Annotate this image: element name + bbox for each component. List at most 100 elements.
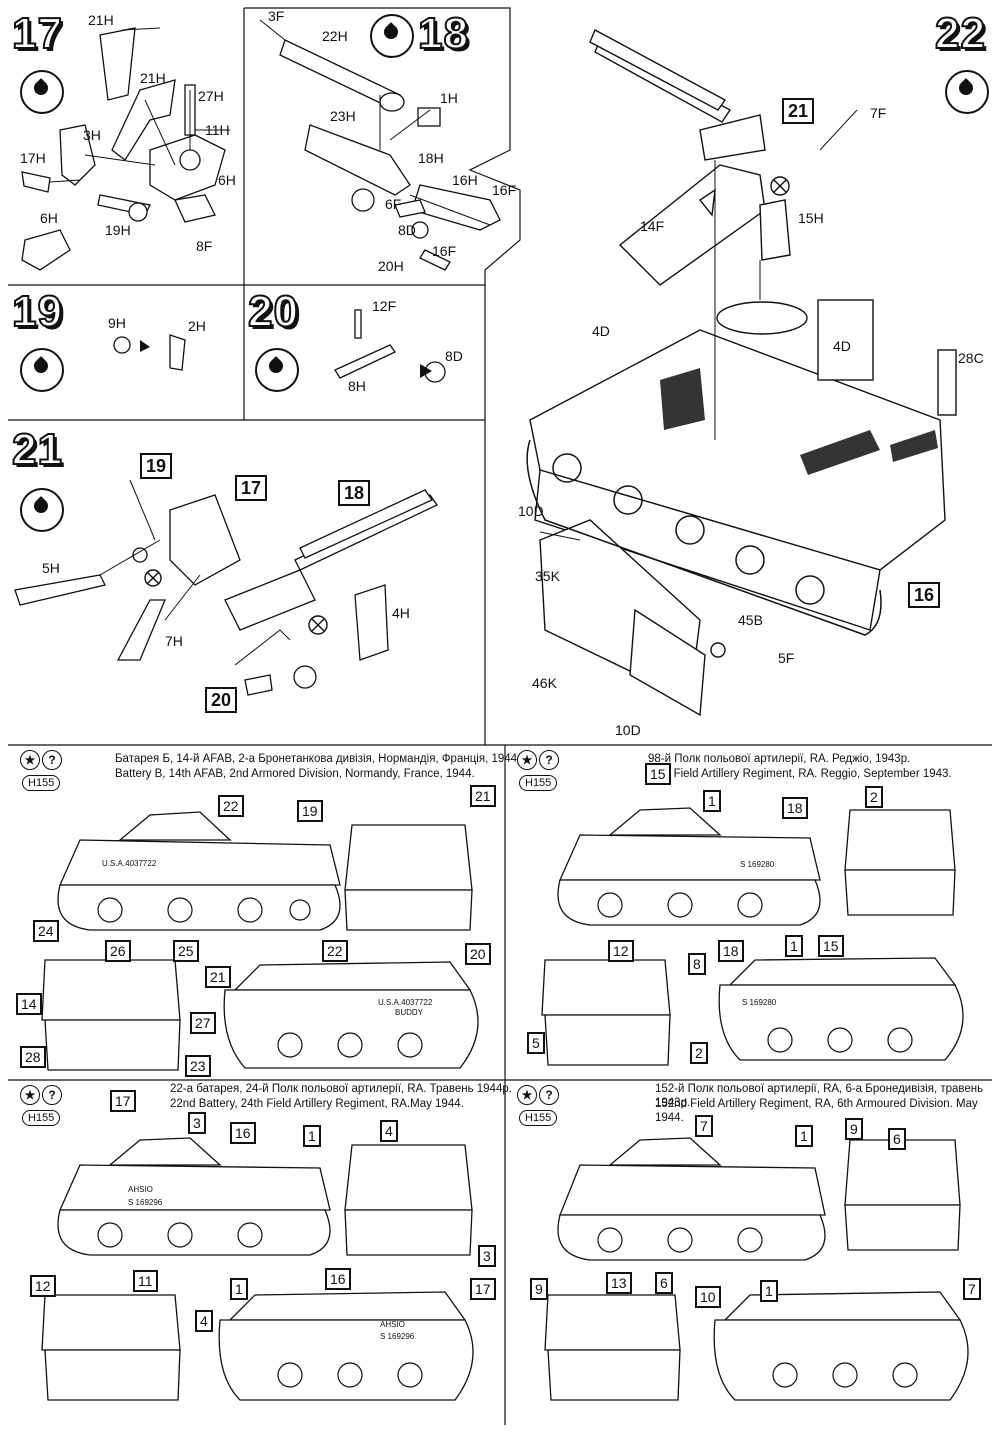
part-label: 10D (518, 503, 544, 519)
step-ref-20: 20 (205, 687, 238, 713)
decal-callout: 2 (865, 786, 883, 808)
variant-caption-ua: 22-а батарея, 24-й Полк польової артилер… (170, 1083, 512, 1095)
step-17-number: 17 (11, 9, 63, 58)
part-label: 5H (42, 560, 60, 576)
part-label: 4D (592, 323, 610, 339)
decal-callout: 1 (760, 1280, 778, 1302)
question-icon: ? (42, 1085, 62, 1105)
part-label: 23H (330, 108, 356, 124)
vehicle-marking: AHSIO (128, 1185, 153, 1194)
part-label: 6F (385, 196, 402, 212)
decal-callout: 9 (530, 1278, 548, 1300)
decal-callout: 23 (185, 1055, 211, 1077)
part-label: 4H (392, 605, 410, 621)
step-ref-17: 17 (235, 475, 268, 501)
paint-drop-icon (255, 348, 299, 392)
decal-callout: 16 (325, 1268, 351, 1290)
star-icon: ★ (517, 1085, 537, 1105)
part-label: 1H (440, 90, 458, 106)
decal-callout: 1 (303, 1125, 321, 1147)
paint-drop-icon (370, 14, 414, 58)
decal-callout: 24 (33, 920, 59, 942)
part-label: 15H (798, 210, 824, 226)
part-label: 10D (615, 722, 641, 738)
variant-caption-en: Battery B, 14th AFAB, 2nd Armored Divisi… (115, 768, 475, 780)
part-label: 18H (418, 150, 444, 166)
decal-callout: 9 (845, 1118, 863, 1140)
variant-code: H155 (519, 1110, 558, 1126)
decal-callout: 13 (606, 1272, 632, 1294)
decal-callout: 11 (133, 1270, 158, 1292)
step-19-number: 19 (11, 287, 63, 336)
part-label: 7H (165, 633, 183, 649)
part-label: 14F (640, 218, 665, 234)
decal-callout: 1 (703, 790, 721, 812)
part-label: 45B (738, 612, 763, 628)
decal-callout: 15 (818, 935, 844, 957)
part-label: 21H (88, 12, 114, 28)
decal-callout: 8 (688, 953, 706, 975)
decal-callout: 18 (718, 940, 744, 962)
decal-callout: 10 (695, 1286, 721, 1308)
part-label: 19H (105, 222, 131, 238)
part-label: 20H (378, 258, 404, 274)
decal-callout: 1 (795, 1125, 813, 1147)
decal-callout: 27 (190, 1012, 216, 1034)
decal-callout: 7 (963, 1278, 981, 1300)
decal-callout: 3 (188, 1112, 206, 1134)
decal-callout: 3 (478, 1245, 496, 1267)
part-label: 17H (20, 150, 46, 166)
decal-callout: 26 (105, 940, 131, 962)
part-label: 16H (452, 172, 478, 188)
part-label: 3H (83, 127, 101, 143)
vehicle-marking: U.S.A.4037722 (378, 998, 433, 1007)
step-22-number: 22 (934, 9, 986, 58)
variant-caption-en: 98th Field Artillery Regiment, RA. Reggi… (648, 768, 952, 780)
variant-caption-en: 22nd Battery, 24th Field Artillery Regim… (170, 1098, 464, 1110)
decal-callout: 17 (470, 1278, 496, 1300)
part-label: 8D (398, 222, 416, 238)
vehicle-marking: S 169296 (380, 1332, 415, 1341)
step-20-number: 20 (247, 287, 299, 336)
vehicle-marking: AHSIO (380, 1320, 405, 1329)
decal-callout: 4 (380, 1120, 398, 1142)
variant-caption-ua: Батарея Б, 14-й AFAB, 2-а Бронетанкова д… (115, 753, 527, 765)
step-ref-16: 16 (908, 582, 941, 608)
decal-callout: 21 (470, 785, 496, 807)
part-label: 46K (532, 675, 557, 691)
part-label: 9H (108, 315, 126, 331)
vehicle-marking: S 169280 (742, 998, 777, 1007)
question-icon: ? (539, 1085, 559, 1105)
decal-callout: 7 (695, 1115, 713, 1137)
decal-callout: 28 (20, 1046, 46, 1068)
part-label: 8H (348, 378, 366, 394)
variant-code: H155 (22, 1110, 61, 1126)
star-icon: ★ (20, 1085, 40, 1105)
decal-callout: 16 (230, 1122, 256, 1144)
variant-caption-en: 152nd Field Artillery Regiment, RA, 6th … (655, 1098, 978, 1124)
vehicle-marking: S 169280 (740, 860, 775, 869)
decal-callout: 20 (465, 943, 491, 965)
star-icon: ★ (20, 750, 40, 770)
decal-callout: 6 (888, 1128, 906, 1150)
variant-caption-ua: 152-й Полк польової артилерії, RA, 6-а Б… (655, 1083, 984, 1109)
part-label: 35K (535, 568, 560, 584)
part-label: 3F (268, 8, 285, 24)
paint-drop-icon (20, 70, 64, 114)
part-label: 16F (492, 182, 517, 198)
part-label: 5F (778, 650, 795, 666)
part-label: 28C (958, 350, 984, 366)
part-label: 8F (196, 238, 213, 254)
part-label: 11H (205, 122, 230, 138)
paint-drop-icon (20, 488, 64, 532)
decal-callout: 12 (30, 1275, 56, 1297)
step-21-number: 21 (11, 425, 63, 474)
decal-callout: 22 (322, 940, 348, 962)
decal-callout: 25 (173, 940, 199, 962)
decal-callout: 21 (205, 966, 231, 988)
decal-callout: 17 (110, 1090, 136, 1112)
vehicle-marking: U.S.A.4037722 (102, 859, 157, 868)
decal-callout: 14 (16, 993, 42, 1015)
decal-callout: 4 (195, 1310, 213, 1332)
